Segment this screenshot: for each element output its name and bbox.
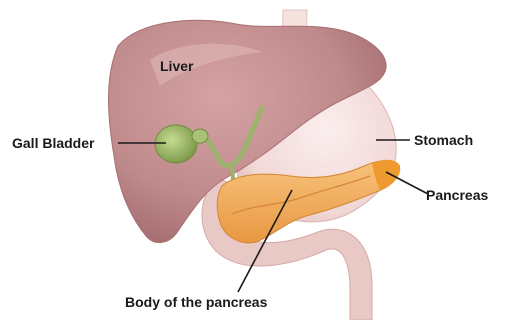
gall-bladder-label: Gall Bladder xyxy=(12,135,95,151)
pancreas-label: Pancreas xyxy=(426,187,488,203)
body-of-pancreas-label: Body of the pancreas xyxy=(125,294,268,310)
gall-bladder xyxy=(155,125,197,163)
gall-bladder-neck xyxy=(192,129,208,143)
stomach-label: Stomach xyxy=(414,132,473,148)
liver-label: Liver xyxy=(160,58,194,74)
